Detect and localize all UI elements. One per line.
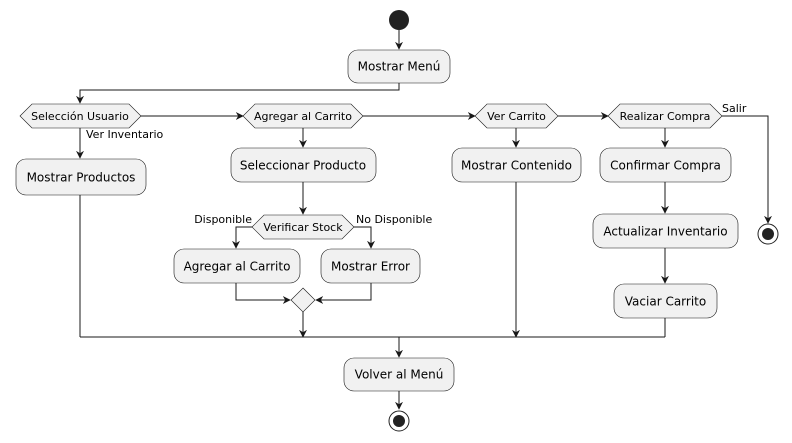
guard-disponible: Disponible [194, 213, 252, 226]
flow-menu-to-selection [76, 82, 400, 104]
action-seleccionar-producto: Seleccionar Producto [230, 147, 377, 183]
flow-no-disponible [354, 226, 375, 249]
action-seleccionar-producto-label: Seleccionar Producto [240, 159, 366, 173]
decision-seleccion-usuario-label: Selección Usuario [31, 110, 129, 123]
guard-salir: Salir [722, 102, 747, 115]
decision-realizar-compra-label: Realizar Compra [620, 110, 711, 123]
action-mostrar-menu-label: Mostrar Menú [358, 60, 441, 74]
guard-ver-inventario: Ver Inventario [86, 128, 164, 141]
action-confirmar-compra-label: Confirmar Compra [610, 159, 721, 173]
action-mostrar-menu: Mostrar Menú [347, 49, 451, 84]
action-actualizar-inventario: Actualizar Inventario [592, 213, 739, 249]
decision-verificar-stock: Verificar Stock [251, 214, 355, 240]
start-node [389, 10, 409, 30]
merge-diamond [290, 287, 316, 313]
action-actualizar-inventario-label: Actualizar Inventario [603, 225, 727, 239]
end-node-salir [757, 223, 779, 245]
flow-disponible [232, 226, 252, 249]
decision-agregar-al-carrito: Agregar al Carrito [242, 103, 364, 129]
decision-verificar-stock-label: Verificar Stock [263, 221, 343, 234]
action-vaciar-carrito: Vaciar Carrito [613, 283, 718, 319]
action-agregar-al-carrito-label: Agregar al Carrito [184, 260, 291, 274]
decision-realizar-compra: Realizar Compra [607, 103, 723, 129]
action-mostrar-error-label: Mostrar Error [331, 260, 410, 274]
action-confirmar-compra: Confirmar Compra [599, 147, 732, 183]
end-node [388, 410, 410, 432]
flow-error-to-merge [315, 283, 372, 304]
flow-realizar-to-end [722, 115, 772, 224]
action-mostrar-productos-label: Mostrar Productos [27, 171, 136, 185]
flow-agregar-to-merge [235, 283, 291, 304]
action-volver-al-menu-label: Volver al Menú [355, 368, 444, 382]
action-mostrar-error: Mostrar Error [320, 248, 421, 284]
action-mostrar-productos: Mostrar Productos [15, 158, 147, 196]
decision-ver-carrito-label: Ver Carrito [487, 110, 546, 123]
connectors [76, 30, 772, 410]
action-mostrar-contenido-label: Mostrar Contenido [461, 159, 572, 173]
decision-ver-carrito: Ver Carrito [474, 103, 559, 129]
action-agregar-al-carrito: Agregar al Carrito [173, 248, 301, 284]
guard-no-disponible: No Disponible [356, 213, 432, 226]
action-mostrar-contenido: Mostrar Contenido [451, 147, 582, 183]
action-volver-al-menu: Volver al Menú [343, 357, 455, 392]
decision-agregar-al-carrito-label: Agregar al Carrito [254, 110, 352, 123]
decision-seleccion-usuario: Selección Usuario [19, 103, 142, 129]
action-vaciar-carrito-label: Vaciar Carrito [625, 295, 706, 309]
